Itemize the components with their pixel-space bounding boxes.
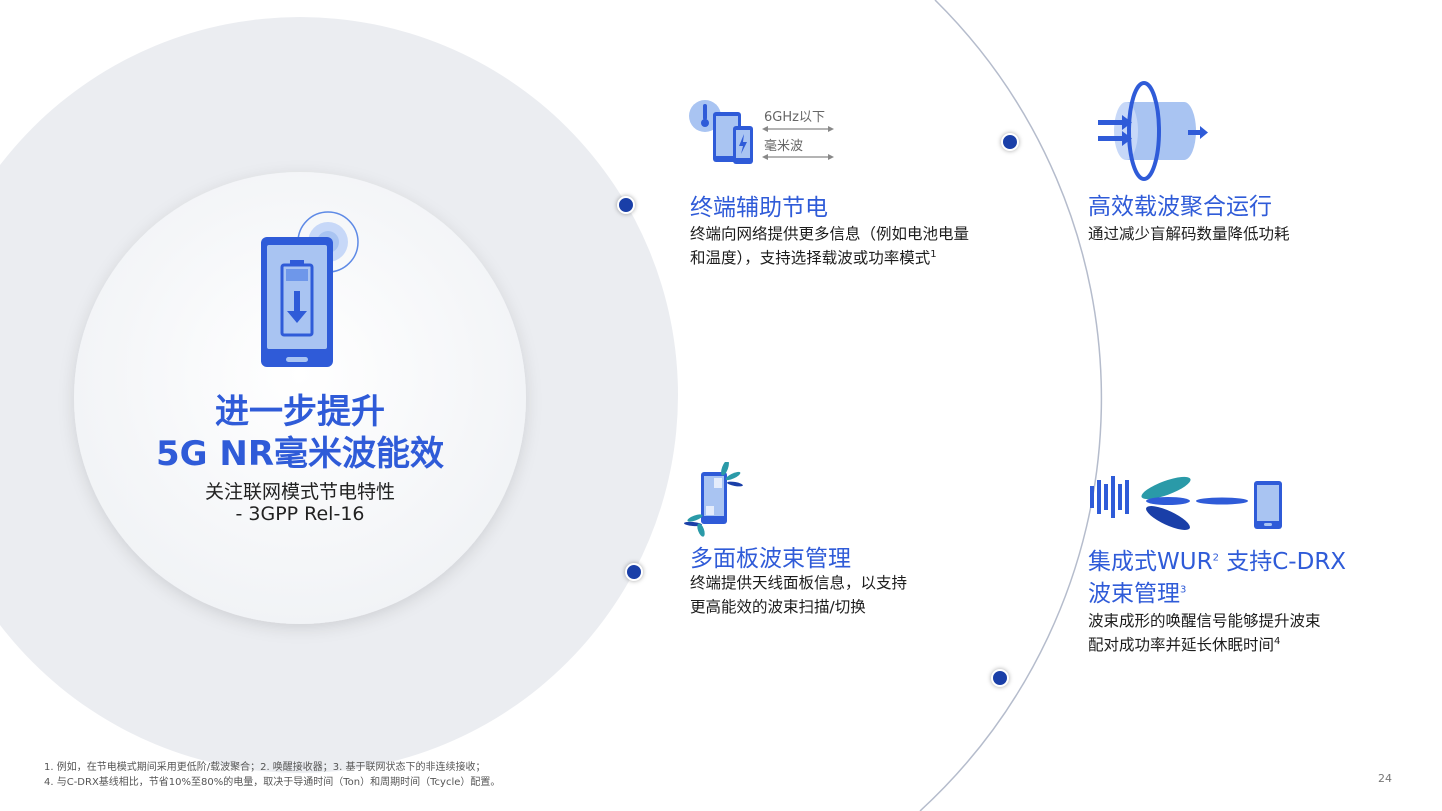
feature4-title-line2: 波束管理3 — [1088, 580, 1186, 608]
footnote-line2: 4. 与C-DRX基线相比，节省10%至80%的电量，取决于导通时间（Ton）和… — [44, 777, 501, 788]
feature4-desc-line2: 配对成功率并延长休眠时间4 — [1088, 633, 1280, 657]
hero-subtitle-line2: - 3GPP Rel-16 — [235, 503, 365, 525]
footnote-ref-1: 1 — [930, 248, 937, 260]
feature4-title-part2: 支持C-DRX — [1218, 549, 1347, 575]
phone-battery-icon — [261, 211, 359, 367]
timeline-dot-1 — [617, 196, 635, 214]
band-arrows-icon — [762, 126, 834, 160]
wur-beam-icon — [1090, 476, 1282, 530]
multi-panel-phone-icon — [684, 462, 743, 537]
feature4-desc-line1: 波束成形的唤醒信号能够提升波束 — [1088, 612, 1321, 630]
band-label-sub6: 6GHz以下 — [764, 110, 825, 125]
feature4-title-line1: 集成式WUR2 支持C-DRX — [1088, 548, 1346, 576]
feature2-desc-line1: 通过减少盲解码数量降低功耗 — [1088, 225, 1290, 243]
inner-white-circle — [74, 172, 526, 624]
feature4-title-part1: 集成式WUR — [1088, 549, 1213, 575]
footnote-ref-4: 4 — [1274, 635, 1281, 647]
feature4-desc-line2-text: 配对成功率并延长休眠时间 — [1088, 636, 1275, 654]
hero-title-line1: 进一步提升 — [215, 392, 385, 432]
feature3-desc-line1: 终端提供天线面板信息，以支持 — [690, 574, 908, 592]
feature1-desc-line2: 和温度），支持选择载波或功率模式1 — [690, 246, 937, 270]
timeline-dot-3 — [625, 563, 643, 581]
feature2-title: 高效载波聚合运行 — [1088, 194, 1272, 220]
feature1-desc-line1: 终端向网络提供更多信息（例如电池电量 — [690, 225, 970, 243]
feature3-title: 多面板波束管理 — [690, 546, 851, 572]
hero-title-line2: 5G NR毫米波能效 — [155, 434, 445, 474]
large-arc-line — [919, 0, 1103, 811]
footnote-ref-3: 3 — [1180, 584, 1187, 596]
page-number: 24 — [1378, 772, 1392, 785]
feature4-title-line2-text: 波束管理 — [1088, 581, 1180, 607]
footnote-line1: 1. 例如，在节电模式期间采用更低阶/载波聚合；2. 唤醒接收器；3. 基于联网… — [44, 762, 486, 773]
band-label-mmwave: 毫米波 — [764, 139, 804, 154]
feature1-title: 终端辅助节电 — [690, 195, 828, 221]
carrier-cylinder-icon — [1098, 81, 1208, 181]
timeline-dot-2 — [1001, 133, 1019, 151]
hero-subtitle-line1: 关注联网模式节电特性 — [204, 481, 395, 503]
phone-thermometer-icon — [689, 100, 753, 164]
footnote-ref-2: 2 — [1212, 552, 1219, 564]
timeline-dot-4 — [991, 669, 1009, 687]
feature3-desc-line2: 更高能效的波束扫描/切换 — [690, 598, 866, 616]
feature1-desc-line2-text: 和温度），支持选择载波或功率模式 — [690, 249, 931, 267]
